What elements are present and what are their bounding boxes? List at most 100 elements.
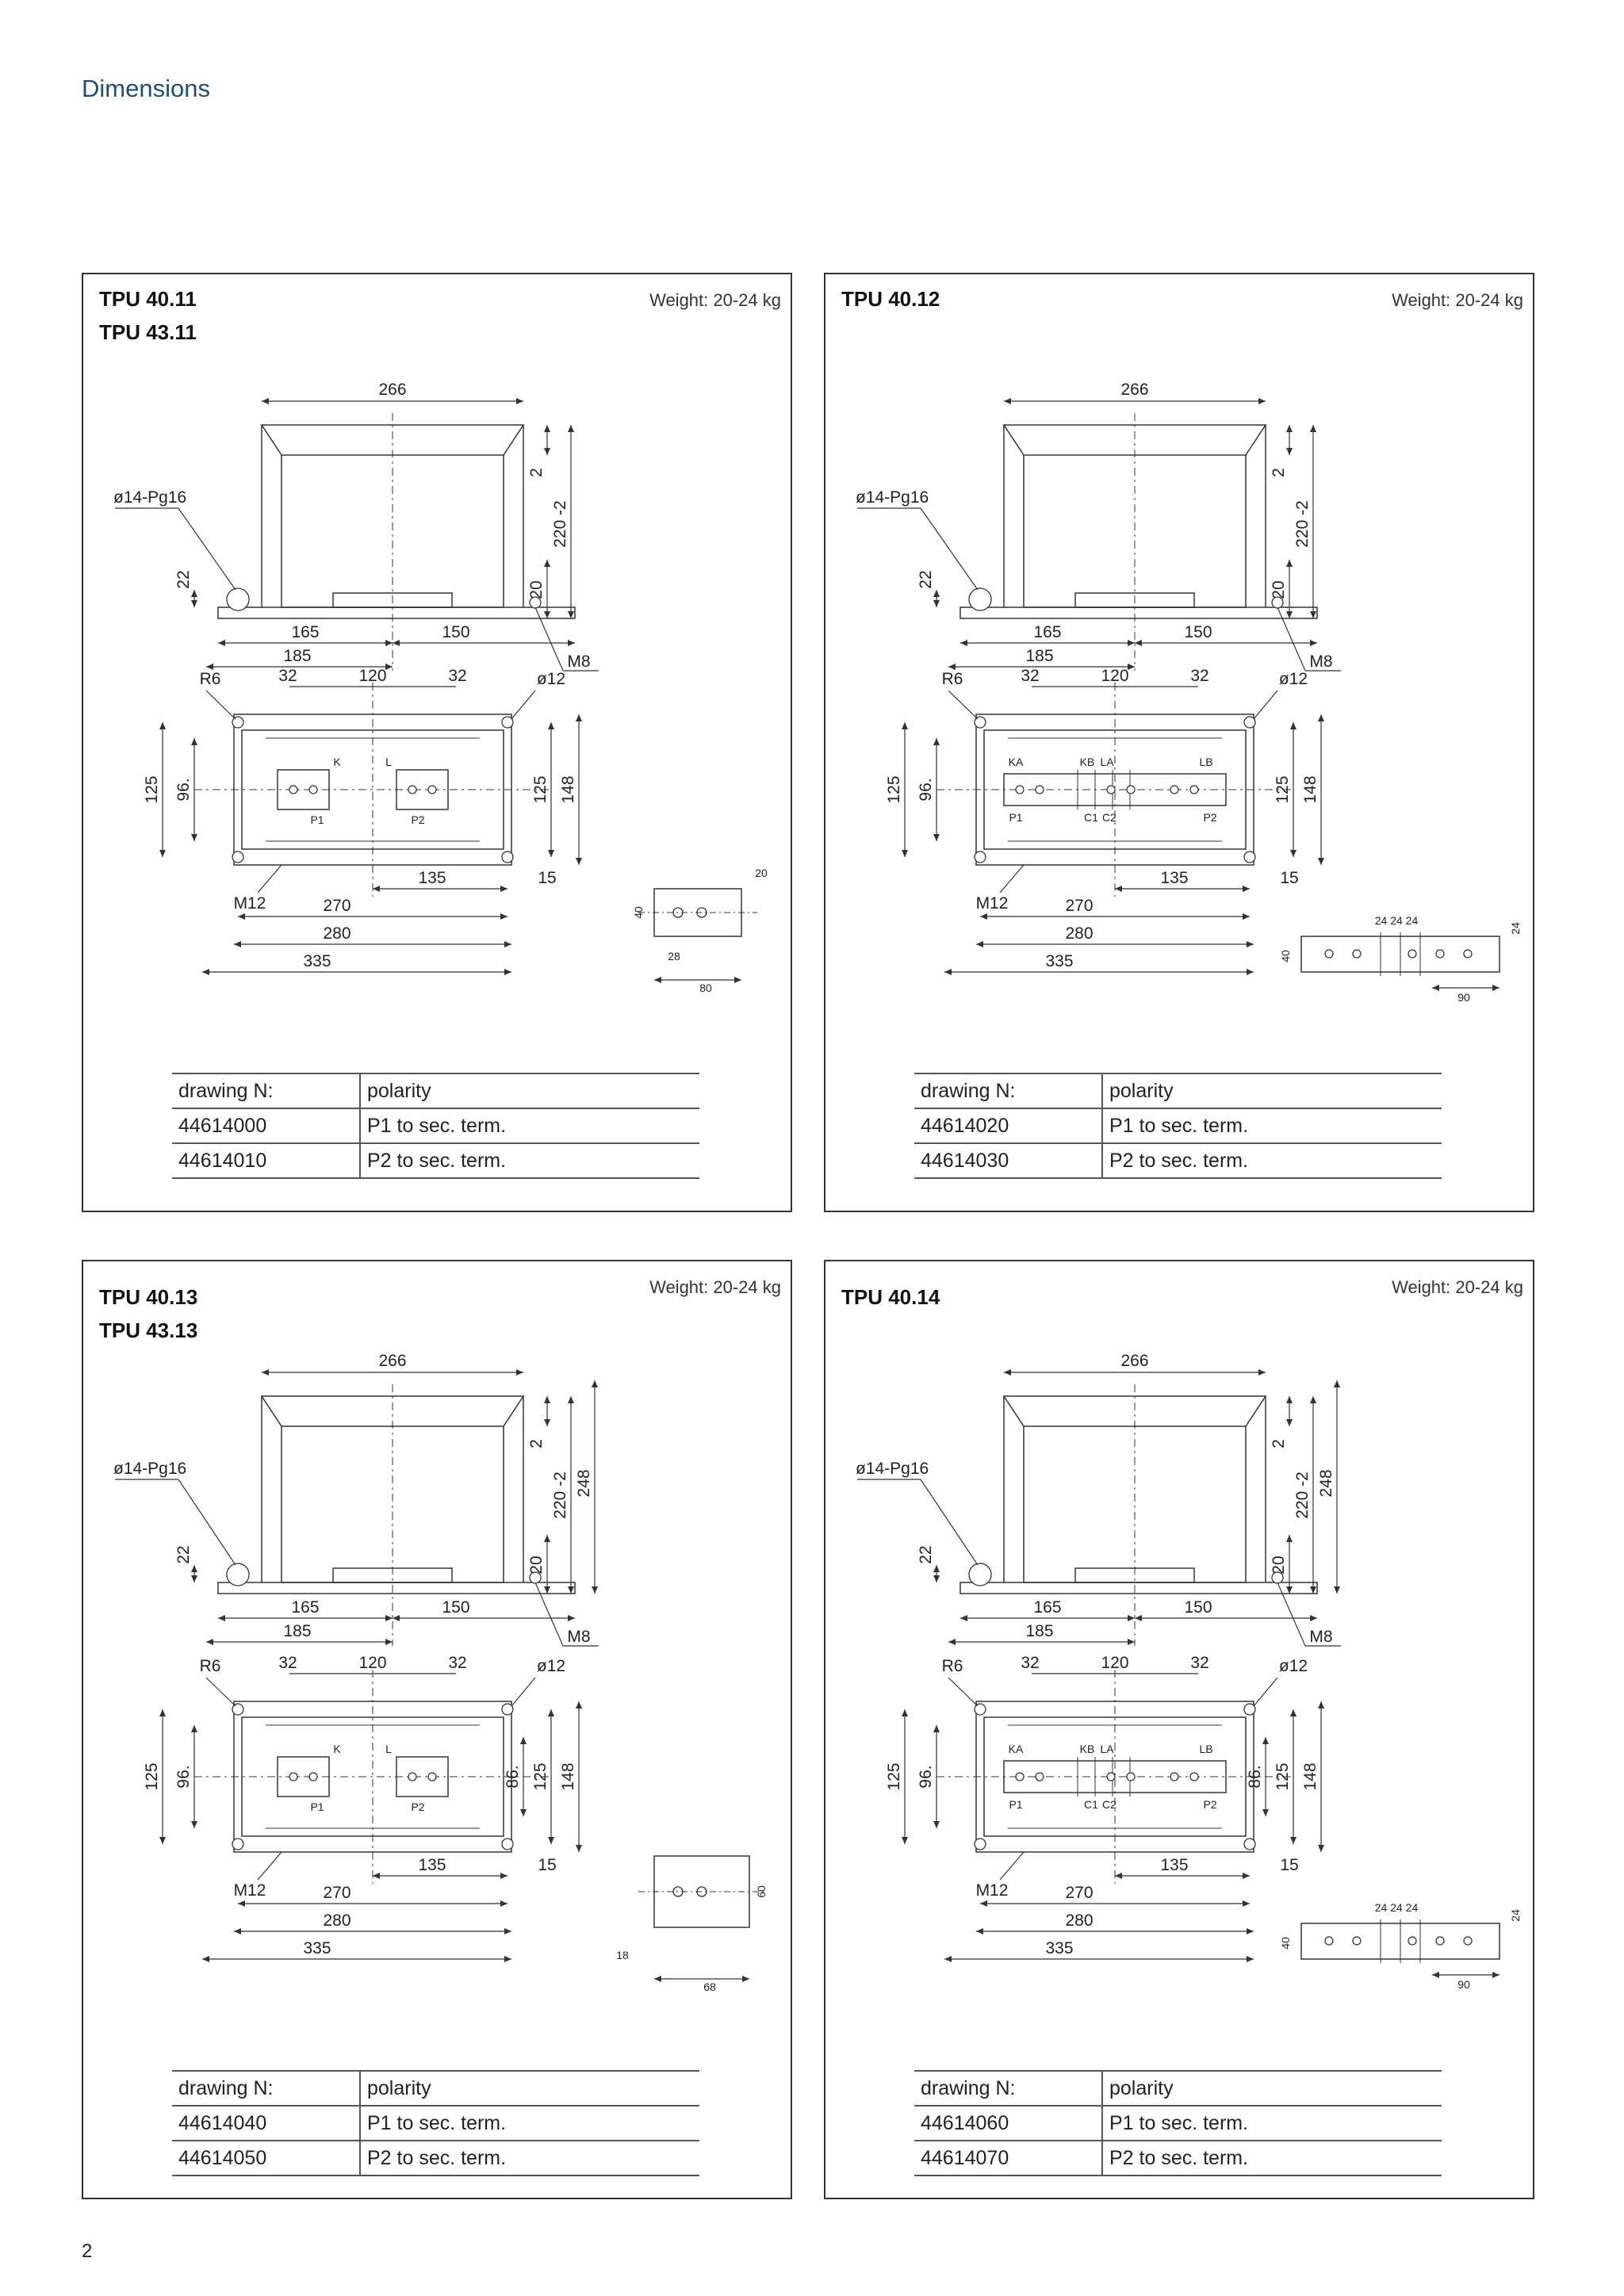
arrow-head <box>1290 1709 1297 1716</box>
weight-label: Weight: 20-24 kg <box>649 1277 781 1297</box>
bolt-label: M8 <box>567 652 590 671</box>
dim-top-gap-label: 2 <box>527 468 546 477</box>
arrow-head <box>218 640 225 646</box>
arrow-head <box>191 1725 197 1732</box>
dim-w3-label: 270 <box>1065 897 1093 915</box>
arrow-head <box>960 640 967 646</box>
arrow-head <box>1286 1535 1293 1542</box>
mounting-hole-icon <box>501 1703 514 1716</box>
label-k: K <box>333 1743 341 1755</box>
dim-right-label: 150 <box>442 1598 469 1617</box>
leader-line <box>511 1677 536 1707</box>
dim-h1-label: 125 <box>885 1762 903 1790</box>
dim-h4-label: 148 <box>559 1762 577 1790</box>
terminal-hole-icon <box>308 1772 318 1781</box>
drawing-number: 44614010 <box>172 1143 361 1179</box>
leader-line <box>920 507 979 591</box>
arrow-head <box>191 1565 197 1572</box>
dim-h5-label: 86. <box>1246 1765 1264 1788</box>
arrow-head <box>933 1821 940 1828</box>
arrow-head <box>504 1956 511 1962</box>
arrow-head <box>948 1639 956 1645</box>
cable-gland-icon <box>968 1563 992 1586</box>
leader-line <box>534 1582 564 1647</box>
mounting-hole-icon <box>501 1838 514 1850</box>
arrow-head <box>1262 1809 1269 1816</box>
arrow-head <box>191 1575 197 1582</box>
label-c2: C2 <box>1102 811 1116 824</box>
detail-c-label: 28 <box>668 950 680 962</box>
dim-total-label: 185 <box>283 1622 311 1640</box>
detail-b-label: 40 <box>632 906 645 919</box>
arrow-head <box>933 600 940 607</box>
leader-line <box>999 864 1025 894</box>
dim-gland-h-label: 22 <box>174 1545 193 1563</box>
header-drawing-number: drawing N: <box>172 2070 361 2107</box>
arrow-head <box>262 398 269 404</box>
dim-top-gap-label: 2 <box>1270 468 1288 477</box>
arrow-head <box>206 1639 213 1645</box>
header-polarity: polarity <box>1102 2070 1442 2107</box>
arrow-head <box>1286 560 1293 567</box>
hole-label: ø12 <box>1279 1657 1308 1675</box>
page-title: Dimensions <box>82 75 210 102</box>
terminal-hole-icon <box>1408 1936 1417 1946</box>
bolt-label: M8 <box>567 1628 590 1646</box>
leader-line <box>205 690 236 720</box>
table-header-row: drawing N:polarity <box>914 1073 1442 1109</box>
terminal-hole-icon <box>1463 1936 1473 1946</box>
dim-right-label: 150 <box>442 623 469 641</box>
label-k: K <box>333 756 341 768</box>
arrow-head <box>500 886 508 892</box>
label-kb: KB <box>1080 1743 1095 1755</box>
arrow-head <box>1492 1972 1500 1978</box>
arrow-head <box>654 1976 661 1982</box>
arrow-head <box>1286 1396 1293 1403</box>
arrow-head <box>742 1976 749 1982</box>
mounting-hole-icon <box>1243 1703 1256 1716</box>
terminal-hole-icon <box>1324 1936 1334 1946</box>
terminal-hole-icon <box>427 785 437 794</box>
dim-width-label: 266 <box>1120 381 1148 399</box>
mounting-hole-icon <box>232 1703 244 1716</box>
arrow-head <box>933 834 940 841</box>
arrow-head <box>191 590 197 597</box>
dim-base-label: 20 <box>1270 1556 1288 1574</box>
arrow-head <box>568 425 574 432</box>
arrow-head <box>1004 398 1011 404</box>
panel-tpu-40-13: TPU 40.13 TPU 43.13 Weight: 20-24 kg 266… <box>82 1260 792 2199</box>
arrow-head <box>191 1821 197 1828</box>
label-c2: C2 <box>1102 1798 1116 1811</box>
dim-height-b-label: 248 <box>575 1469 593 1497</box>
arrow-head <box>1243 913 1250 920</box>
header-polarity: polarity <box>360 1073 699 1109</box>
terminal-hole-icon <box>1435 949 1445 959</box>
label-p1: P1 <box>310 1800 324 1813</box>
terminal-hole-icon <box>1189 1772 1199 1781</box>
arrow-head <box>1135 640 1142 646</box>
dim-h1-label: 125 <box>143 1762 161 1790</box>
arrow-head <box>262 1369 269 1376</box>
arrow-head <box>734 977 741 983</box>
arrow-head <box>500 1873 508 1879</box>
arrow-head <box>933 590 940 597</box>
terminal-hole-icon <box>1170 785 1179 794</box>
header-drawing-number: drawing N: <box>914 2070 1103 2107</box>
arrow-head <box>1318 1845 1324 1852</box>
dim-width-label: 266 <box>378 1352 406 1370</box>
arrow-head <box>1135 1615 1142 1621</box>
arrow-head <box>159 722 166 729</box>
arrow-head <box>576 1701 582 1709</box>
dim-h1-label: 125 <box>885 775 903 803</box>
cable-gland-icon <box>226 587 250 611</box>
terminal-hole-icon <box>1015 1772 1025 1781</box>
label-c1: C1 <box>1084 1798 1098 1811</box>
arrow-head <box>1243 1873 1250 1879</box>
